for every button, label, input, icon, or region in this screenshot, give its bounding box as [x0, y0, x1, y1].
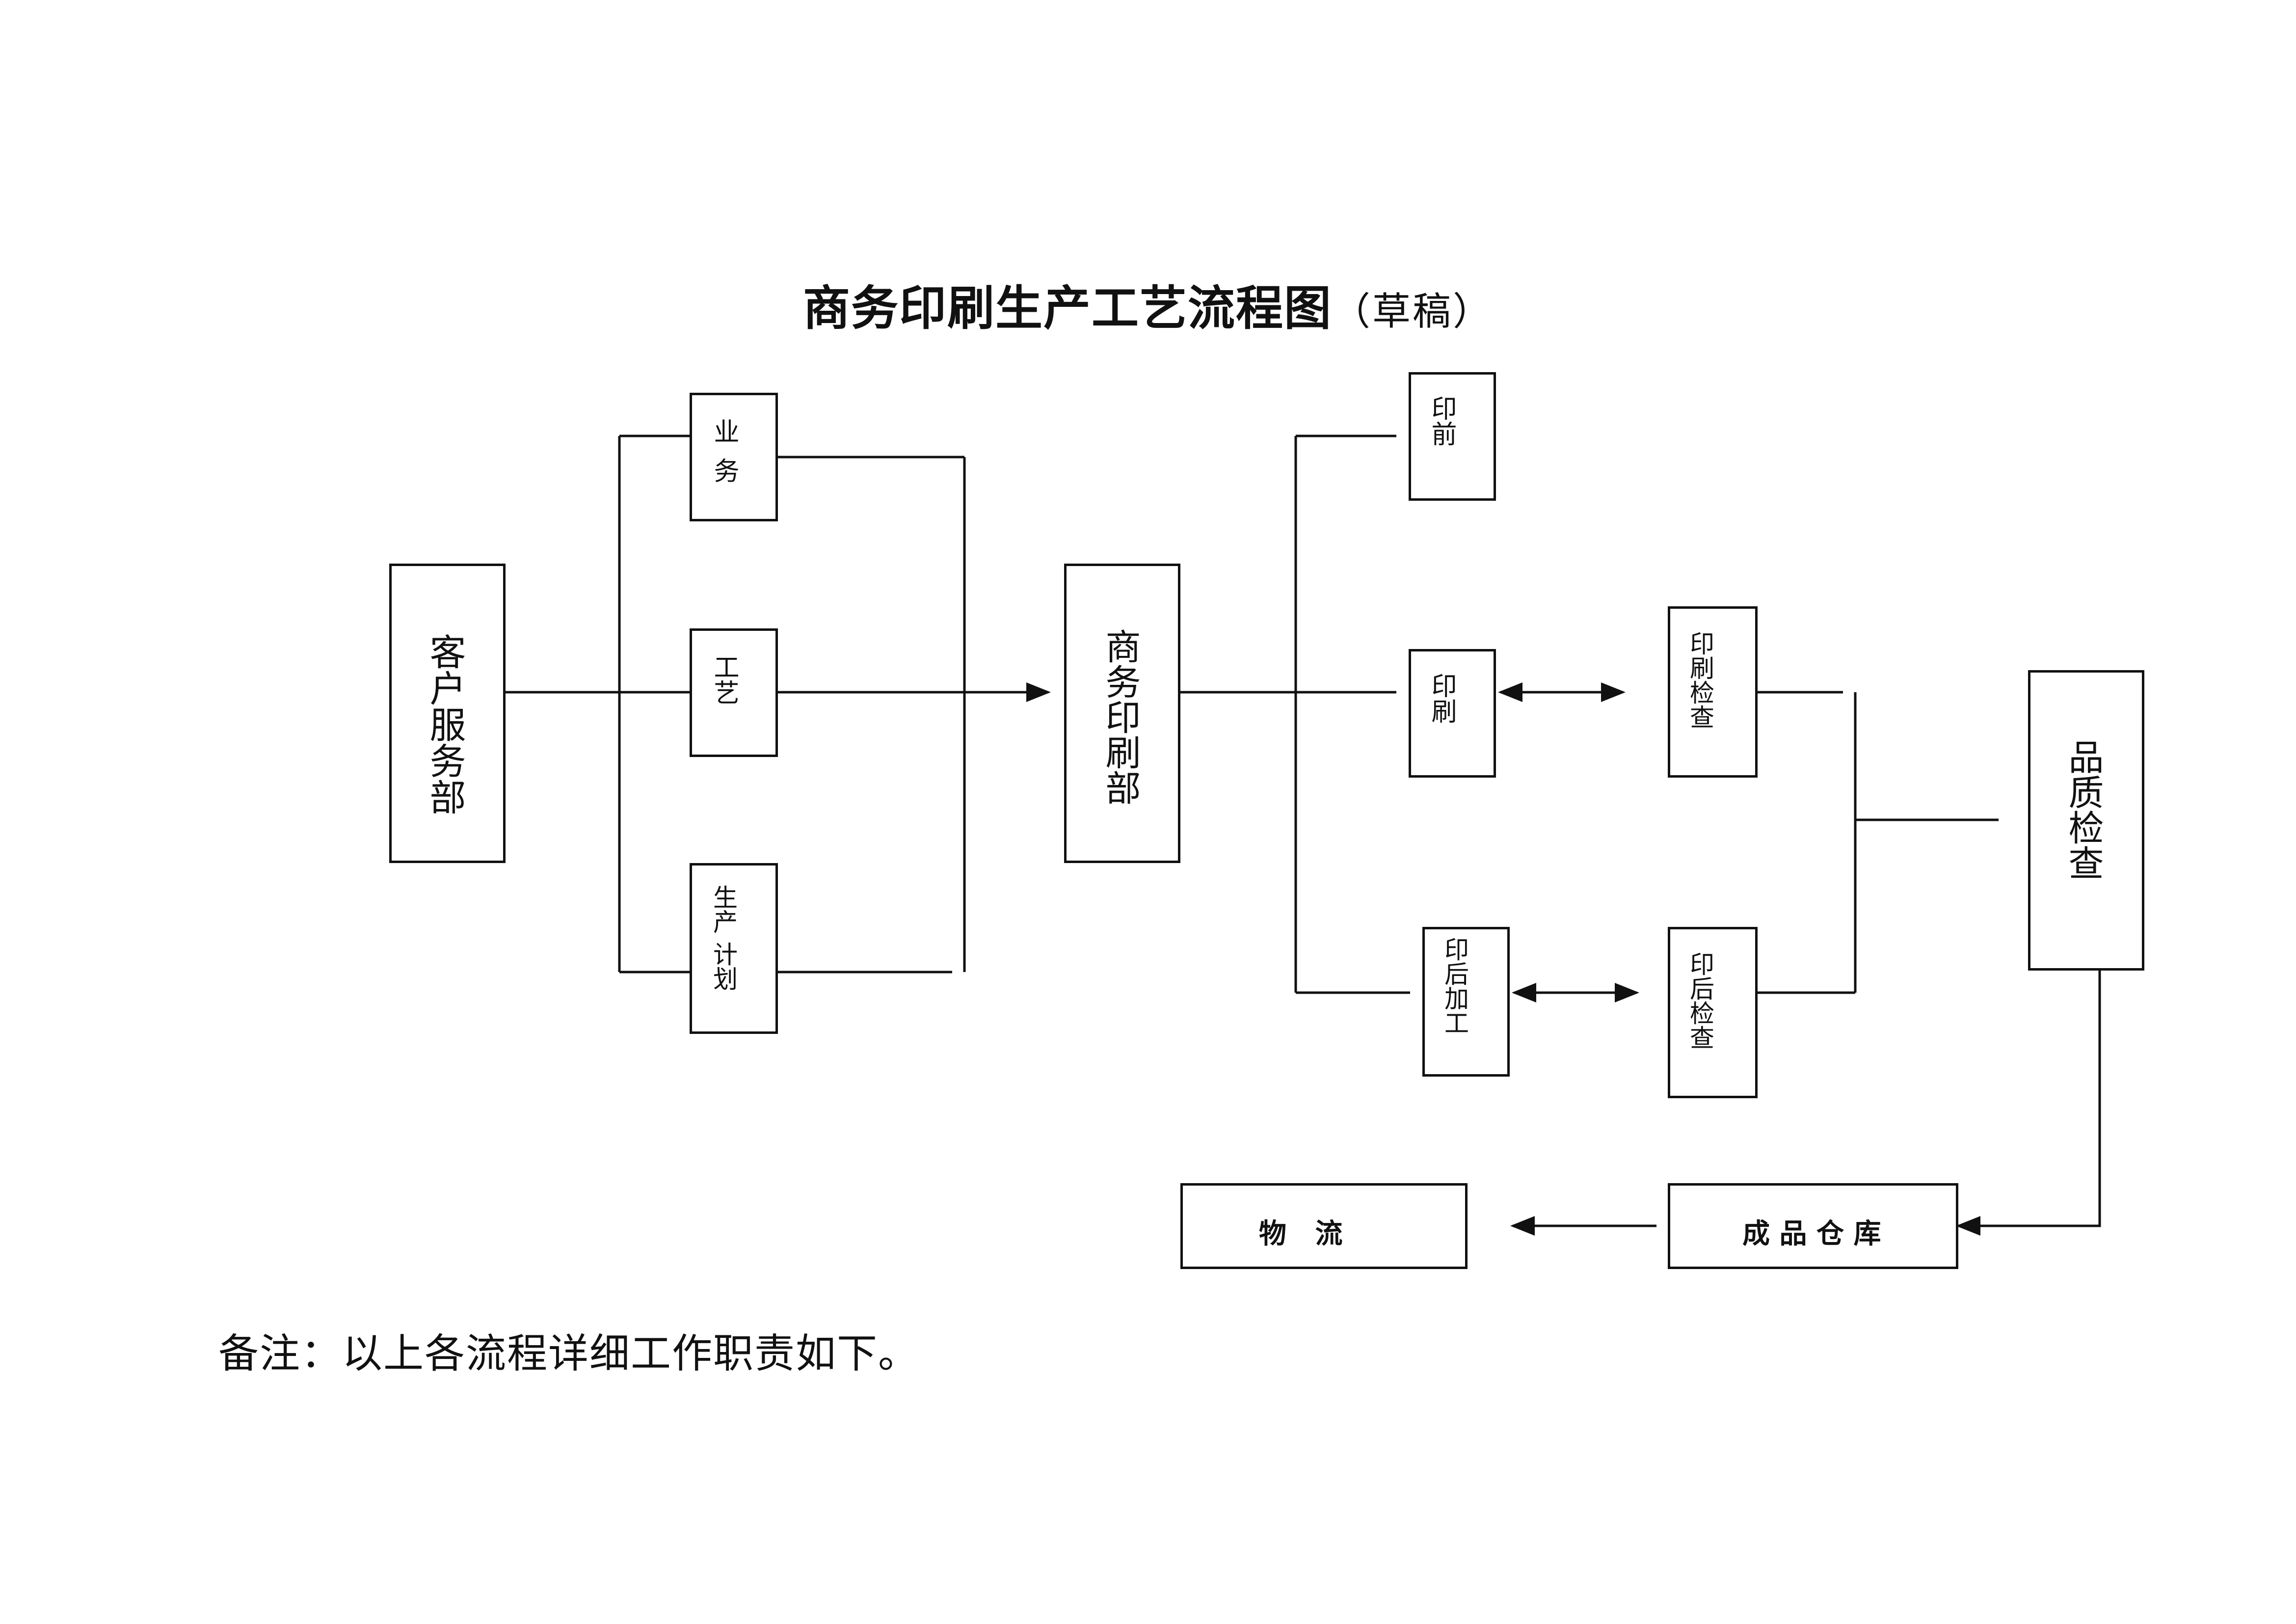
craft-label: 工艺 — [709, 654, 739, 705]
printing-box — [1409, 649, 1496, 778]
logistics-box — [1180, 1183, 1468, 1269]
prepress-label: 印前 — [1427, 395, 1456, 446]
arrow-quality-to-warehouse — [1956, 971, 2101, 1236]
business-box — [690, 393, 778, 521]
postpress-check-box — [1668, 927, 1758, 1098]
business-label: 业务 — [709, 418, 739, 497]
quality-check-box — [2028, 670, 2144, 971]
finished-warehouse-box — [1668, 1183, 1958, 1269]
postpress-check-label: 印后检查 — [1686, 951, 1714, 1050]
print-check-box — [1668, 606, 1758, 778]
commercial-printing-box — [1064, 564, 1180, 863]
production-plan-label-a: 生产 — [709, 885, 738, 934]
logistics-label: 物 流 — [1259, 1218, 1343, 1250]
commercial-printing-label: 商务印刷部 — [1099, 628, 1141, 805]
footnote: 备注：以上各流程详细工作职责如下。 — [218, 1330, 920, 1377]
production-plan-box — [690, 863, 778, 1034]
page-title: 商务印刷生产工艺流程图（草稿） — [0, 270, 2296, 338]
quality-check-label: 品质检查 — [2062, 739, 2104, 880]
title-main: 商务印刷生产工艺流程图 — [802, 281, 1332, 336]
prepress-box — [1409, 372, 1496, 501]
postpress-box — [1422, 927, 1510, 1077]
title-sub: （草稿） — [1332, 290, 1493, 334]
finished-warehouse-label: 成 品 仓 库 — [1742, 1218, 1881, 1250]
craft-box — [690, 628, 778, 757]
print-check-label: 印刷检查 — [1686, 631, 1714, 729]
customer-service-label: 客户服务部 — [424, 633, 466, 815]
production-plan-label-b: 计划 — [709, 942, 738, 991]
printing-label: 印刷 — [1427, 673, 1456, 724]
postpress-label: 印后加工 — [1441, 937, 1469, 1035]
customer-service-box — [389, 564, 506, 863]
